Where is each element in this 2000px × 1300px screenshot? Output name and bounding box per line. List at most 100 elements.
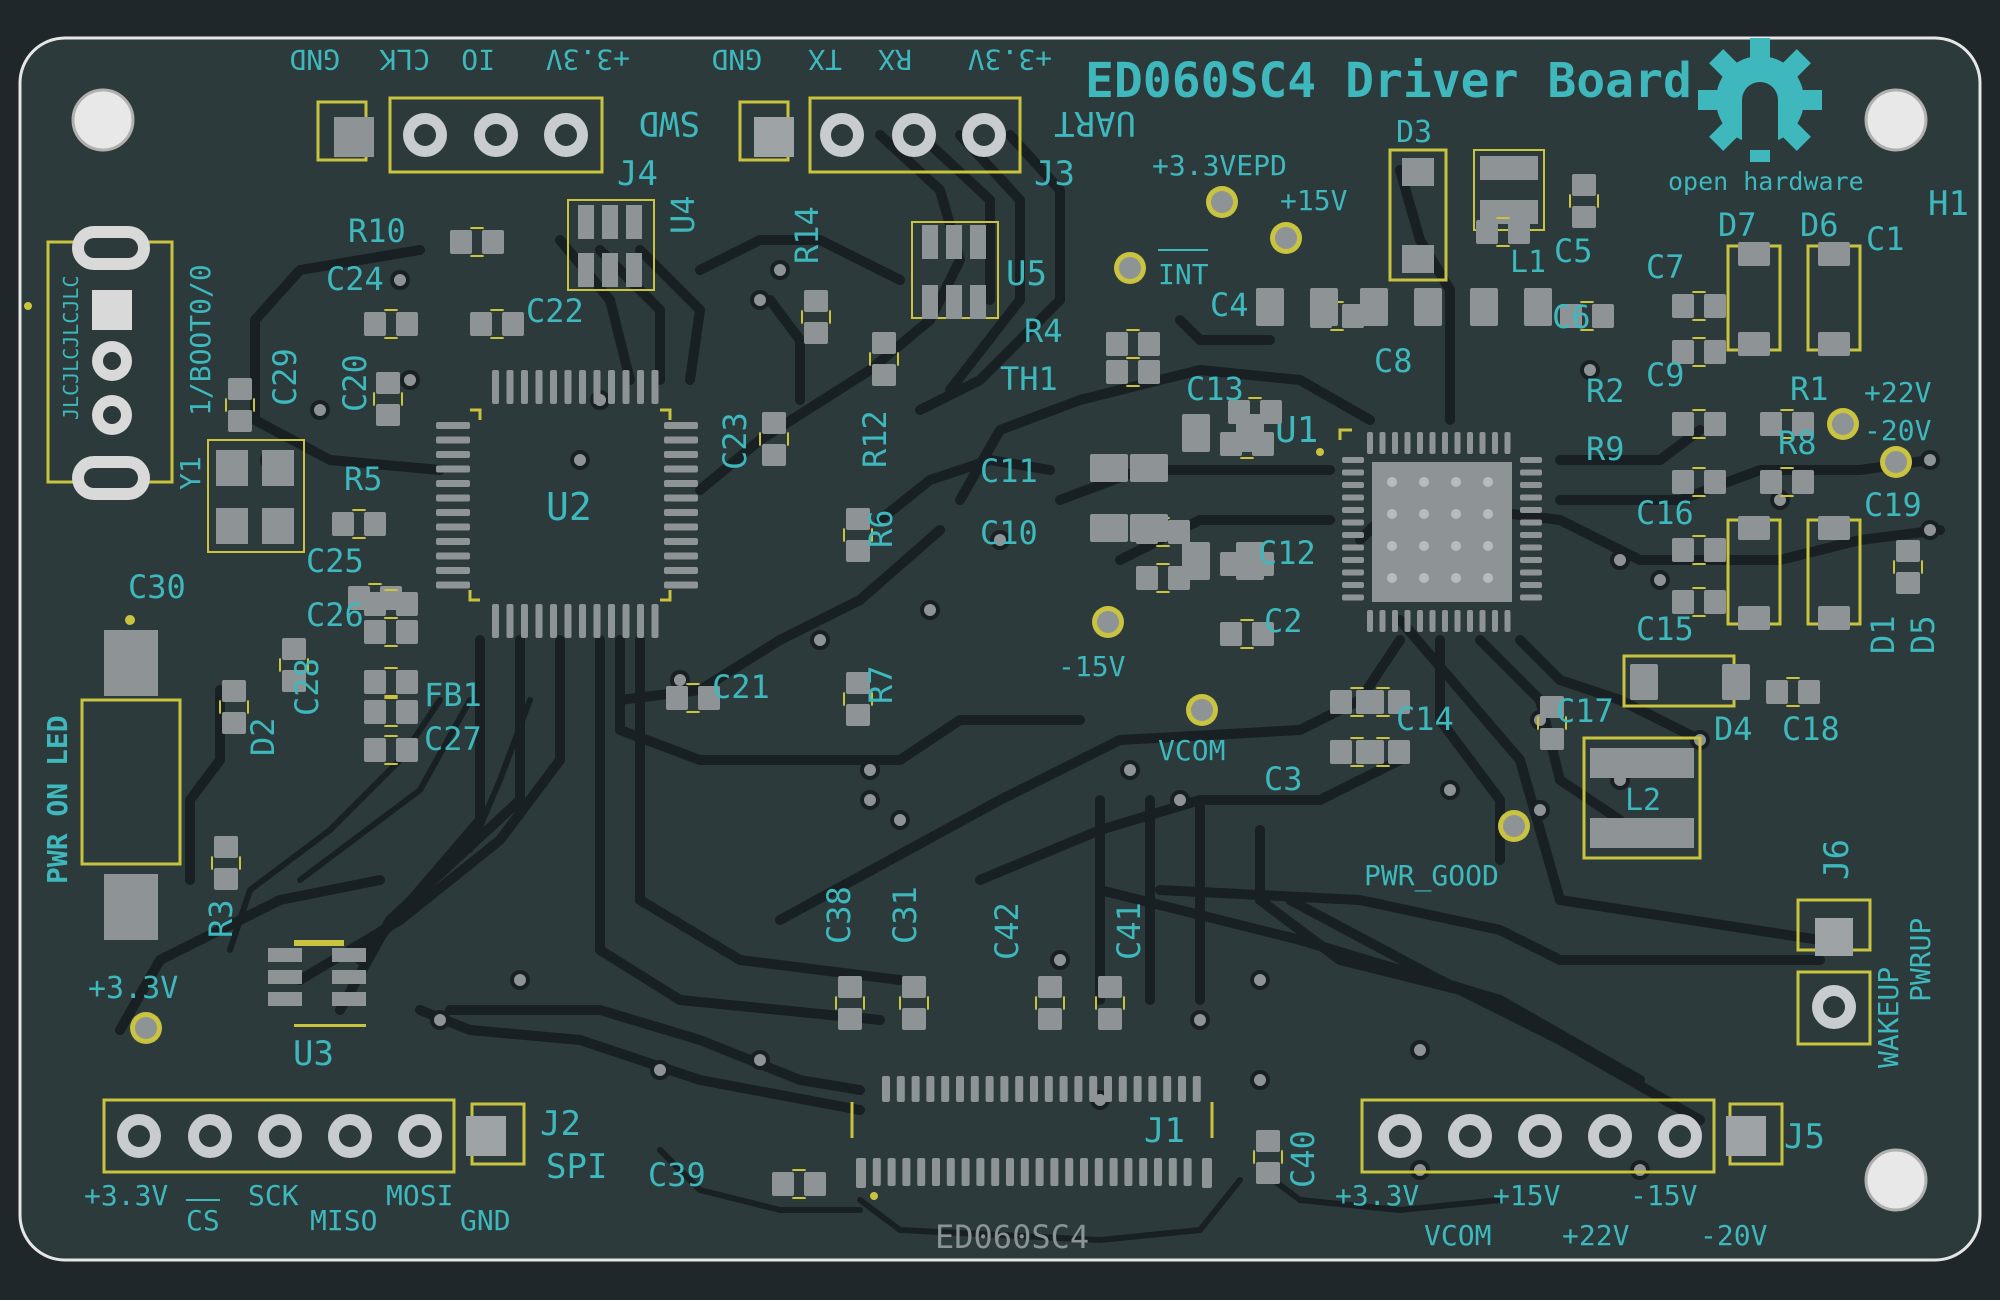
ref-c12: C12 — [1258, 534, 1316, 572]
ref-c5: C5 — [1554, 232, 1593, 270]
inductor-l2 — [1582, 736, 1702, 860]
smd-part — [364, 697, 418, 727]
smd-part — [1035, 976, 1065, 1030]
fpc-name: ED060SC4 — [935, 1218, 1089, 1256]
smd-part — [1672, 291, 1726, 321]
smd-part — [1106, 329, 1160, 359]
ref-c7: C7 — [1646, 248, 1685, 286]
mount-ref-h1: H1 — [1928, 184, 1969, 224]
ref-d7: D7 — [1718, 206, 1757, 244]
swd-pin-gnd: GND — [289, 43, 340, 76]
uart-pin-3v3: +3.3V — [968, 43, 1052, 76]
smd-part — [450, 227, 504, 257]
spi-ref: J2 — [540, 1104, 581, 1144]
smd-part — [332, 509, 386, 539]
ref-j1: J1 — [1144, 1111, 1185, 1151]
ref-l2: L2 — [1625, 783, 1661, 818]
diode — [1806, 242, 1862, 356]
swd-header[interactable] — [316, 96, 604, 174]
smd-part — [801, 290, 831, 344]
smd-cap-large — [1256, 288, 1338, 326]
power-header[interactable] — [1360, 1098, 1784, 1174]
swd-ref: J4 — [617, 154, 658, 194]
smd-part — [364, 589, 418, 619]
spi-header[interactable] — [102, 1098, 526, 1174]
ref-c19: C19 — [1864, 486, 1922, 524]
power-pin-22v: +22V — [1562, 1219, 1630, 1252]
ref-c8: C8 — [1374, 342, 1413, 380]
ref-u1: U1 — [1275, 410, 1318, 451]
smd-part — [1672, 337, 1726, 367]
ref-d3: D3 — [1396, 115, 1432, 150]
spi-pin-cs: CS — [186, 1204, 220, 1237]
ref-fb1: FB1 — [424, 676, 482, 714]
smd-part — [1760, 467, 1814, 497]
board-title: ED060SC4 Driver Board — [1085, 53, 1692, 109]
ref-c42: C42 — [988, 902, 1026, 960]
ref-r12: R12 — [856, 410, 894, 468]
boot-label: 1/BOOT0/0 — [184, 264, 217, 416]
smd-part — [1766, 677, 1820, 707]
smd-part — [364, 667, 418, 697]
ic-u5 — [911, 221, 999, 319]
swd-pin-clk: CLK — [379, 43, 430, 76]
ref-r7: R7 — [862, 665, 900, 704]
smd-part — [869, 332, 899, 386]
power-pin-m20v: -20V — [1700, 1219, 1768, 1252]
smd-part — [1356, 687, 1410, 717]
smd-part — [772, 1169, 826, 1199]
smd-part — [1095, 976, 1125, 1030]
smd-part — [1893, 540, 1923, 594]
ref-l1: L1 — [1510, 245, 1546, 280]
diode — [1726, 516, 1782, 630]
ref-u3: U3 — [293, 1034, 334, 1074]
ref-c27: C27 — [424, 720, 482, 758]
spi-pin-miso: MISO — [310, 1204, 377, 1237]
ic-u2-mcu — [436, 370, 698, 638]
smd-part — [1672, 535, 1726, 565]
ref-c29: C29 — [266, 348, 304, 406]
ref-c14: C14 — [1396, 700, 1454, 738]
uart-header[interactable] — [738, 96, 1022, 174]
smd-part — [843, 672, 873, 726]
ref-c26: C26 — [306, 596, 364, 634]
crystal-y1 — [207, 439, 305, 553]
ref-r10: R10 — [348, 212, 406, 250]
smd-part — [1106, 357, 1160, 387]
ref-c18: C18 — [1782, 710, 1840, 748]
ref-d2: D2 — [244, 717, 282, 756]
smd-part — [1672, 409, 1726, 439]
smd-part — [364, 617, 418, 647]
smd-part — [1476, 217, 1530, 247]
diode — [1806, 516, 1862, 630]
ref-c9: C9 — [1646, 356, 1685, 394]
power-on-led — [80, 615, 182, 940]
smd-cap-large — [1182, 542, 1264, 580]
smd-part — [1569, 174, 1599, 228]
uart-pin-tx: TX — [808, 43, 842, 76]
smd-part — [899, 976, 929, 1030]
smd-part — [759, 412, 789, 466]
ref-c4: C4 — [1210, 286, 1249, 324]
ref-c10: C10 — [980, 514, 1038, 552]
tp-3v3-epd: +3.3VEPD — [1152, 149, 1287, 182]
ref-u4: U4 — [664, 195, 702, 234]
smd-part — [835, 976, 865, 1030]
ref-r1: R1 — [1790, 370, 1829, 408]
ref-r14: R14 — [788, 206, 826, 264]
smd-part — [211, 836, 241, 890]
wake-pin-wakeup: WAKEUP — [1872, 967, 1905, 1068]
smd-cap-large — [1090, 454, 1168, 482]
boot-header[interactable] — [24, 226, 174, 500]
board-substrate — [18, 36, 1982, 1262]
swd-pin-3v3: +3.3V — [546, 43, 630, 76]
ref-r2: R2 — [1586, 372, 1625, 410]
fpc-connector-j1[interactable] — [850, 1076, 1214, 1200]
ref-c1: C1 — [1866, 220, 1905, 258]
smd-part — [1220, 619, 1274, 649]
tp-pwr-good: PWR_GOOD — [1364, 859, 1499, 893]
test-points — [130, 186, 1912, 1044]
wake-header[interactable] — [1796, 898, 1872, 1046]
smd-part — [1560, 301, 1614, 331]
swd-name: SWD — [639, 103, 700, 143]
